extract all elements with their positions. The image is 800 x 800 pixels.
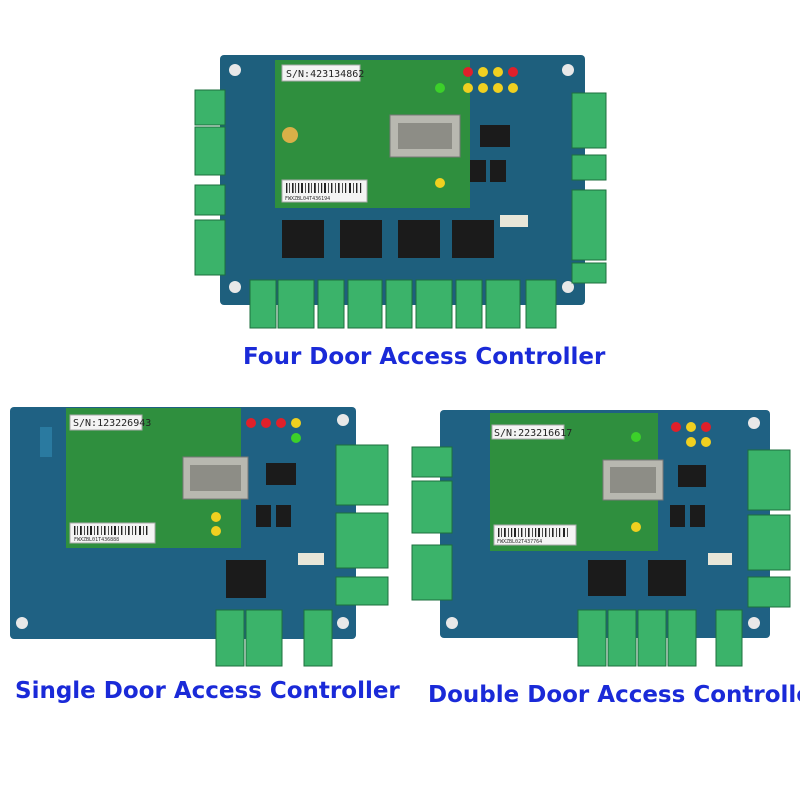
regulator: [256, 505, 271, 527]
status-leds: [211, 418, 301, 536]
regulator: [470, 160, 486, 182]
serial-number: S/N:123226943: [73, 418, 151, 429]
ic-chip: [678, 465, 706, 487]
relay: [226, 560, 266, 598]
rj45-jack: [190, 465, 241, 491]
mount-hole: [16, 617, 28, 629]
four-door-caption: Four Door Access Controller: [243, 344, 606, 370]
ic-chip: [266, 463, 296, 485]
regulator: [276, 505, 291, 527]
barcode-bars: [286, 183, 362, 193]
status-leds: [435, 67, 518, 188]
barcode-text: FWXZBL04T436194: [285, 196, 330, 202]
double-door-caption: Double Door Access Controller: [428, 682, 800, 708]
mount-hole: [229, 64, 241, 76]
right-terminals: [335, 444, 389, 606]
mount-hole: [562, 281, 574, 293]
serial-label: [491, 424, 565, 440]
mount-hole: [446, 617, 458, 629]
relays: [282, 220, 494, 258]
barcode-text: FWXZBL01T436888: [74, 537, 119, 543]
bottom-terminals: [215, 609, 333, 667]
barcode-bars: [74, 526, 148, 535]
mount-hole: [229, 281, 241, 293]
resistor: [298, 553, 324, 565]
mount-hole: [337, 414, 349, 426]
serial-label: [69, 414, 143, 431]
rj45-jack: [610, 467, 656, 493]
single-door-caption: Single Door Access Controller: [15, 678, 400, 704]
four-door-board: S/N:423134862 FWXZBL04T436194: [194, 55, 607, 329]
mount-hole: [337, 617, 349, 629]
serial-label: [281, 64, 361, 82]
regulator: [670, 505, 685, 527]
serial-number: S/N:423134862: [286, 69, 364, 80]
mount-hole: [748, 617, 760, 629]
mount-hole: [748, 417, 760, 429]
bottom-terminals: [577, 609, 743, 667]
barcode-bars: [498, 528, 568, 537]
resistor: [500, 215, 528, 227]
barcode-text: FWXZBL02T437764: [497, 539, 542, 545]
left-terminals: [411, 446, 453, 601]
relay: [588, 560, 626, 596]
double-door-board: S/N:223216617 FWXZBL02T437764: [411, 410, 791, 667]
regulator: [690, 505, 705, 527]
right-terminals: [747, 449, 791, 608]
regulator: [490, 160, 506, 182]
capacitor: [282, 127, 298, 143]
serial-number: S/N:223216617: [494, 428, 572, 439]
resistor: [708, 553, 732, 565]
right-terminals: [571, 92, 607, 284]
single-door-board: S/N:123226943 FWXZBL01T436888: [10, 407, 389, 667]
connector: [40, 427, 52, 457]
ic-chip: [480, 125, 510, 147]
left-terminals: [194, 89, 226, 276]
rj45-jack: [398, 123, 452, 149]
mount-hole: [562, 64, 574, 76]
status-leds: [631, 422, 711, 532]
relay: [648, 560, 686, 596]
bottom-terminals: [249, 279, 557, 329]
